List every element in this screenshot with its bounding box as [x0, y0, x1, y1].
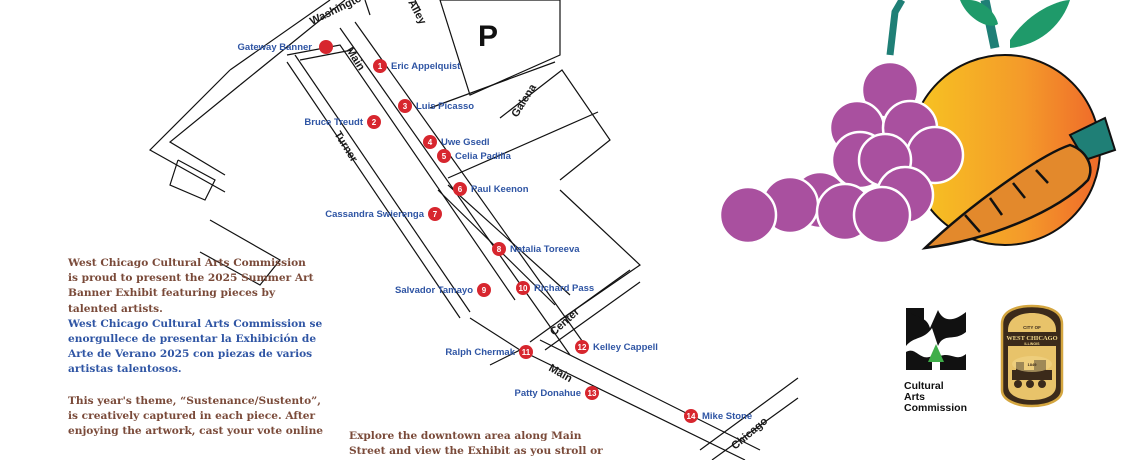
intro-spanish: West Chicago Cultural Arts Commission se… — [68, 317, 323, 376]
marker-11: 11 Ralph Chermak — [445, 345, 533, 359]
marker-4: 4 Uwe Gsedl — [423, 135, 490, 149]
marker-13: 13 Patty Donahue — [514, 386, 599, 400]
cac-name: Cultural Arts Commission — [904, 380, 968, 414]
intro-text: West Chicago Cultural Arts Commission is… — [68, 256, 338, 439]
svg-text:3: 3 — [403, 102, 408, 111]
street-label-washington: Washington — [308, 0, 370, 28]
cac-logo-icon — [904, 306, 968, 372]
svg-text:5: 5 — [442, 152, 447, 161]
grape-cluster — [718, 60, 965, 245]
cultural-arts-commission-logo: Cultural Arts Commission — [904, 306, 974, 414]
svg-text:Bruce Treudt: Bruce Treudt — [304, 117, 363, 128]
marker-2: 2 Bruce Treudt — [304, 115, 381, 129]
explore-text: Explore the downtown area along Main Str… — [349, 430, 603, 458]
street-label-main: Main — [343, 45, 367, 73]
svg-text:2: 2 — [372, 118, 377, 127]
carrot-stripes — [964, 169, 1049, 233]
svg-text:CITY OF: CITY OF — [1023, 325, 1041, 330]
marker-5: 5 Celia Padilla — [437, 149, 512, 163]
svg-text:13: 13 — [588, 389, 597, 398]
svg-text:ILLINOIS: ILLINOIS — [1024, 342, 1040, 346]
intro-english: West Chicago Cultural Arts Commission is… — [68, 257, 314, 315]
svg-text:Kelley Cappell: Kelley Cappell — [593, 342, 658, 353]
svg-text:Patty Donahue: Patty Donahue — [514, 388, 581, 399]
svg-text:6: 6 — [458, 185, 463, 194]
marker-9: 9 Salvador Tamayo — [395, 283, 491, 297]
svg-text:Eric Appelquist: Eric Appelquist — [391, 61, 461, 72]
marker-14: 14 Mike Stone — [684, 409, 752, 423]
street-label-alley: Alley — [405, 0, 428, 27]
svg-text:Paul Keenon: Paul Keenon — [471, 184, 529, 195]
gateway-banner-label: Gateway Banner — [238, 42, 313, 53]
gateway-banner-marker — [319, 40, 333, 54]
svg-text:Luis Picasso: Luis Picasso — [416, 101, 474, 112]
svg-text:10: 10 — [519, 284, 528, 293]
svg-text:Uwe Gsedl: Uwe Gsedl — [441, 137, 490, 148]
marker-8: 8 Natalia Toreeva — [492, 242, 580, 256]
parking-label: P — [478, 20, 498, 53]
orange-leaf-right — [1010, 0, 1070, 48]
street-label-main-lower: Main — [547, 362, 575, 385]
marker-10: 10 Richard Pass — [516, 281, 594, 295]
svg-text:Celia Padilla: Celia Padilla — [455, 151, 512, 162]
svg-text:Ralph Chermak: Ralph Chermak — [445, 347, 515, 358]
street-label-turner: Turner — [331, 129, 360, 165]
street-label-galena: Galena — [509, 81, 539, 119]
marker-1: 1 Eric Appelquist — [373, 59, 461, 73]
svg-text:12: 12 — [578, 343, 587, 352]
svg-text:Natalia Toreeva: Natalia Toreeva — [510, 244, 580, 255]
marker-7: 7 Cassandra Swierenga — [325, 207, 442, 221]
svg-text:9: 9 — [482, 286, 487, 295]
svg-text:11: 11 — [522, 348, 531, 357]
svg-text:7: 7 — [433, 210, 438, 219]
svg-text:8: 8 — [497, 245, 502, 254]
marker-12: 12 Kelley Cappell — [575, 340, 658, 354]
fruit-illustration — [718, 0, 1117, 250]
grape-stem — [886, 0, 906, 56]
west-chicago-badge: CITY OF WEST CHICAGO ILLINOIS 1849 — [1000, 304, 1064, 408]
svg-text:WEST CHICAGO: WEST CHICAGO — [1006, 335, 1057, 342]
intro-theme: This year's theme, “Sustenance/Sustento”… — [68, 394, 324, 438]
marker-6: 6 Paul Keenon — [453, 182, 529, 196]
svg-text:14: 14 — [687, 412, 696, 421]
svg-text:Salvador Tamayo: Salvador Tamayo — [395, 285, 473, 296]
marker-3: 3 Luis Picasso — [398, 99, 474, 113]
orange-leaf-left — [960, 0, 998, 26]
svg-text:4: 4 — [428, 138, 433, 147]
svg-text:1849: 1849 — [1028, 362, 1038, 367]
carrot — [921, 143, 1092, 250]
svg-text:Mike Stone: Mike Stone — [702, 411, 752, 422]
downtown-map: Washington Alley Main Galena Turner Cent… — [149, 0, 799, 460]
street-lines — [149, 0, 799, 460]
svg-text:Richard Pass: Richard Pass — [534, 283, 594, 294]
svg-text:Cassandra Swierenga: Cassandra Swierenga — [325, 209, 424, 220]
svg-text:1: 1 — [378, 62, 383, 71]
